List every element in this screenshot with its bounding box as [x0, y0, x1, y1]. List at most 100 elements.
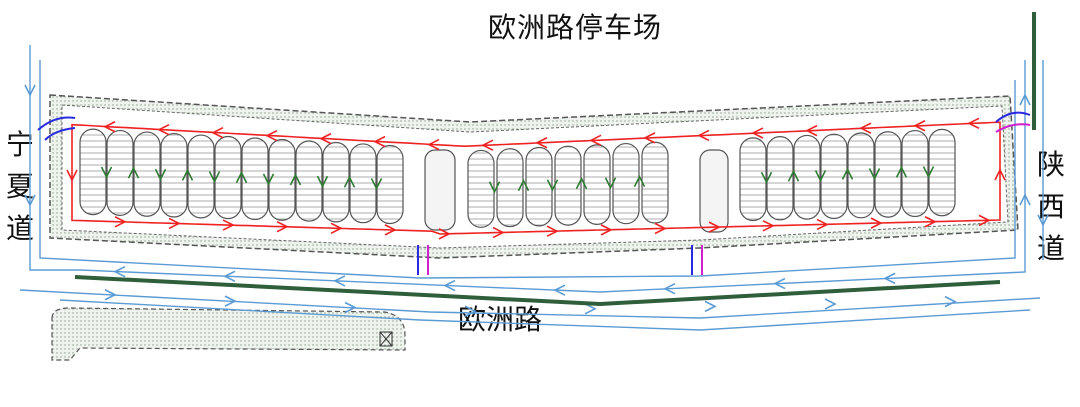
arrow-up-icon [633, 174, 646, 188]
parking-island [349, 143, 377, 224]
arrow-down-icon [208, 171, 221, 184]
road-label-right-char: 道 [1036, 232, 1065, 265]
arrow-left-icon [643, 132, 656, 144]
arrow-right-icon [824, 298, 837, 310]
arrow-right-icon [492, 226, 505, 239]
arrow-right-icon [600, 224, 613, 236]
arrow-right-icon [816, 218, 829, 231]
arrow-right-icon [708, 221, 721, 233]
arrow-left-icon [443, 279, 456, 292]
arrow-right-icon [384, 224, 397, 236]
arrow-down-icon [604, 177, 617, 190]
arrow-down-icon [24, 194, 36, 207]
arrow-left-icon [663, 282, 676, 295]
entrance-south-1 [417, 245, 429, 275]
arrow-left-icon [211, 126, 224, 139]
arrow-left-icon [373, 135, 386, 148]
parking-island [641, 141, 669, 224]
service-island [699, 149, 729, 233]
arrow-right-icon [276, 220, 289, 233]
arrow-down-icon [868, 168, 881, 181]
arrow-left-icon [113, 265, 126, 278]
arrow-left-icon [751, 127, 764, 139]
parking-island [847, 132, 875, 219]
arrow-left-icon [967, 117, 980, 130]
arrow-right-icon [330, 222, 343, 234]
arrow-left-icon [883, 272, 896, 285]
parking-island [295, 140, 323, 222]
arrow-right-icon [584, 303, 597, 315]
green-belt [74, 275, 1001, 307]
arrow-up-icon [575, 176, 588, 190]
arrow-down-icon [66, 169, 78, 182]
parking-island [133, 131, 161, 217]
arrow-right-icon [114, 216, 127, 228]
parking-island [496, 148, 524, 228]
arrow-left-icon [319, 132, 332, 145]
arrow-down-icon [760, 171, 773, 185]
entrance-south-2 [691, 245, 703, 275]
parking-island [766, 136, 794, 221]
parking-island [268, 138, 296, 221]
parking-island [612, 142, 640, 225]
arrow-right-icon [224, 295, 237, 307]
arrow-left-icon [913, 120, 926, 132]
arrow-left-icon [535, 137, 548, 149]
arrow-right-icon [438, 228, 451, 240]
arrow-down-icon [814, 169, 827, 183]
arrow-up-icon [289, 173, 302, 186]
arrow-up-icon [1019, 93, 1031, 106]
page-title: 欧洲路停车场 [488, 11, 663, 44]
arrow-left-icon [223, 270, 236, 283]
arrow-up-icon [1019, 193, 1031, 206]
arrow-right-icon [978, 214, 991, 227]
parking-island [106, 129, 134, 217]
arrow-down-icon [546, 179, 559, 192]
parking-island [928, 128, 956, 217]
arrow-right-icon [168, 217, 181, 230]
parking-island [793, 134, 821, 220]
arrow-right-icon [654, 222, 667, 235]
parking-island [241, 137, 269, 221]
arrow-left-icon [589, 134, 602, 147]
road-label-right-char: 陕 [1036, 148, 1065, 181]
arrow-down-icon [154, 168, 167, 182]
arrow-right-icon [944, 295, 957, 308]
arrow-down-icon [262, 173, 275, 186]
arrow-up-icon [127, 166, 140, 179]
arrow-down-icon [488, 181, 501, 194]
arrow-left-icon [859, 122, 872, 134]
parking-island [525, 146, 553, 227]
arrow-up-icon [787, 169, 800, 182]
parking-island [820, 133, 848, 220]
arrow-left-icon [697, 129, 710, 142]
parking-island [467, 149, 495, 228]
arrow-left-icon [805, 124, 818, 137]
parking-island [160, 132, 188, 218]
arrow-up-icon [343, 175, 356, 188]
parking-island [554, 145, 582, 226]
arrow-right-icon [762, 220, 775, 232]
street-flow-south-2 [59, 299, 1031, 331]
street-flow-inner [39, 60, 1016, 279]
south-plot [51, 307, 406, 361]
parking-island [874, 131, 902, 218]
arrow-down-icon [100, 166, 113, 179]
service-island [424, 149, 456, 231]
arrow-left-icon [103, 121, 116, 133]
arrow-left-icon [333, 275, 346, 287]
arrow-right-icon [546, 225, 559, 237]
parking-islands [79, 128, 956, 233]
guard-booth [379, 331, 393, 347]
arrow-up-icon [895, 165, 908, 178]
arrow-right-icon [104, 289, 117, 301]
parking-island [376, 144, 404, 225]
parking-island [214, 135, 242, 220]
road-label-right-char: 西 [1036, 190, 1065, 223]
arrow-left-icon [553, 284, 566, 296]
arrow-right-icon [222, 219, 235, 231]
parking-island [739, 137, 767, 222]
street-flow-south [19, 289, 1041, 319]
arrow-right-icon [870, 217, 883, 229]
